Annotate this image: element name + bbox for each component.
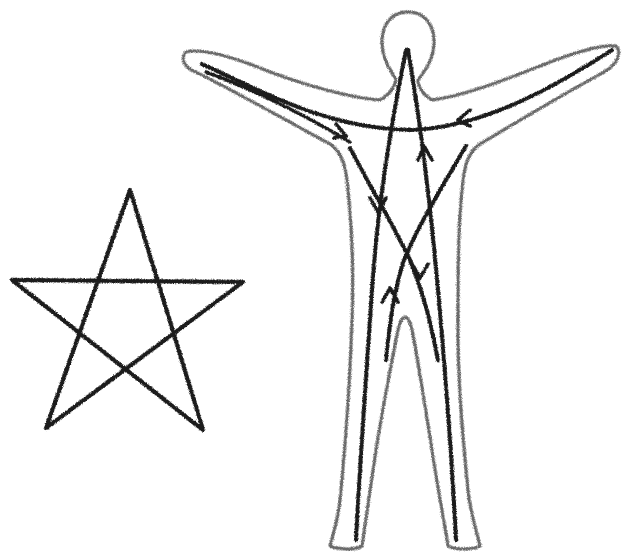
energy-paths bbox=[202, 50, 612, 540]
pentagram-icon bbox=[12, 190, 243, 430]
energy-path-arms-upper bbox=[206, 72, 350, 142]
human-figure-outline bbox=[183, 12, 618, 549]
arrow-right-arm-icon bbox=[334, 124, 346, 138]
